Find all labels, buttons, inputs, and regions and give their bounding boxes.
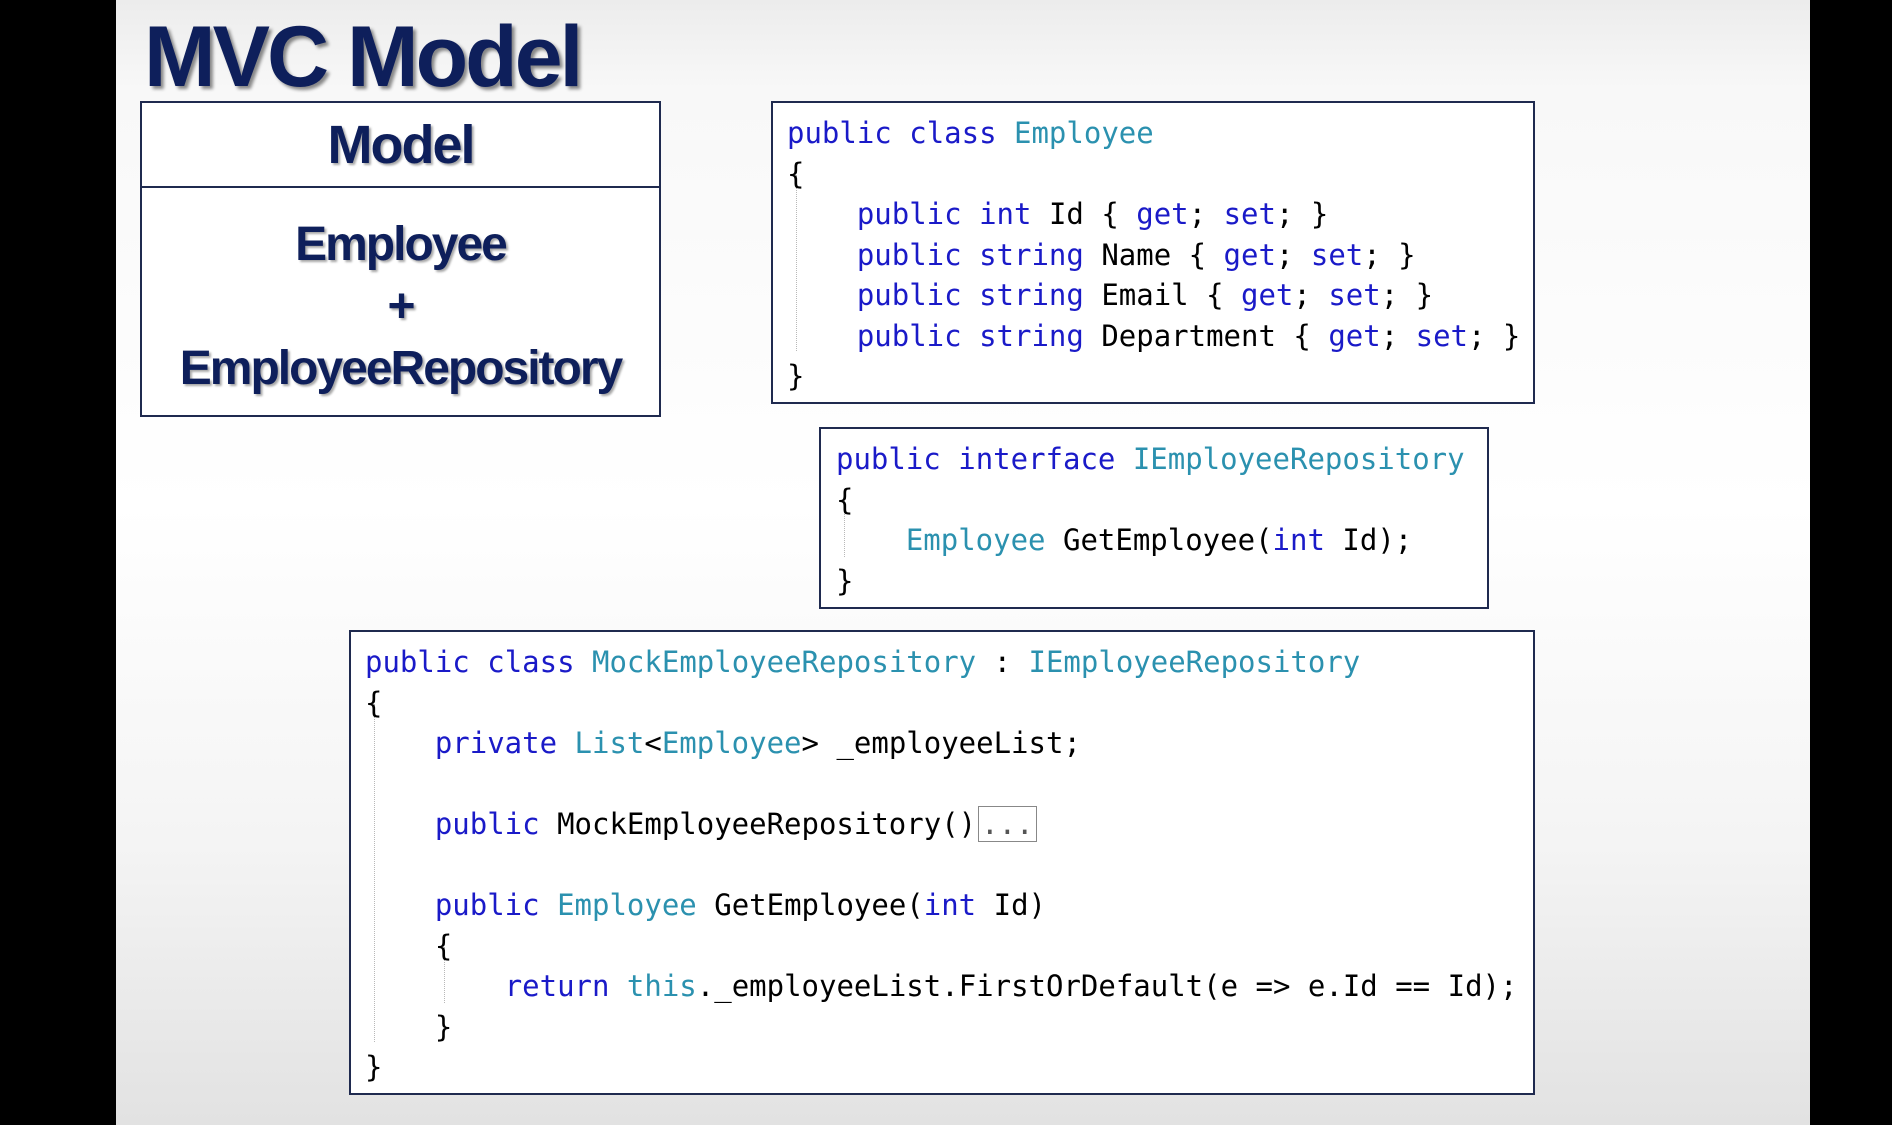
code-line: } [787,359,805,393]
code-line: } [365,1050,383,1084]
code-line [365,845,1533,886]
code-line: public Employee GetEmployee(int Id) [434,888,1047,922]
indent-guide [844,501,845,557]
code-line: public string Name { get; set; } [856,237,1416,272]
code-line: public class Employee [787,116,1154,150]
code-line: private List<Employee> _employeeList; [434,726,1081,760]
code-line: { [365,928,453,963]
code-line: } [365,1009,453,1044]
code-line: { [787,156,805,191]
mock-repository-code: public class MockEmployeeRepository : IE… [349,630,1535,1095]
code-line: public interface IEmployeeRepository [836,442,1465,476]
model-box-line-employee: Employee [295,218,508,271]
code-line [365,764,1533,805]
model-box-line-plus: + [387,280,415,333]
collapsed-region-marker[interactable]: ... [978,806,1037,842]
code-line: public MockEmployeeRepository()... [365,804,1533,845]
model-box-header: Model [142,103,659,188]
code-line: } [836,563,854,598]
code-line: public string Department { get; set; } [856,318,1521,353]
model-box: Model Employee + EmployeeRepository [140,101,661,417]
indent-guide [374,704,375,1042]
code-line: Employee GetEmployee(int Id); [905,523,1413,557]
indent-guide [444,947,445,1003]
employee-class-code: public class Employee { public int Id { … [771,101,1535,404]
code-line: public string Email { get; set; } [856,278,1434,312]
slide: MVC Model Model Employee + EmployeeRepos… [116,0,1810,1125]
code-line: return this._employeeList.FirstOrDefault… [504,969,1518,1003]
interface-code: public interface IEmployeeRepository { E… [819,427,1489,609]
code-line: { [836,482,854,517]
slide-title: MVC Model [144,9,583,105]
code-line: public class MockEmployeeRepository : IE… [365,645,1361,679]
code-line: { [365,685,383,720]
model-box-body: Employee + EmployeeRepository [142,188,659,400]
code-line: public int Id { get; set; } [856,197,1329,231]
indent-guide [796,175,797,351]
model-box-line-repository: EmployeeRepository [179,342,623,395]
